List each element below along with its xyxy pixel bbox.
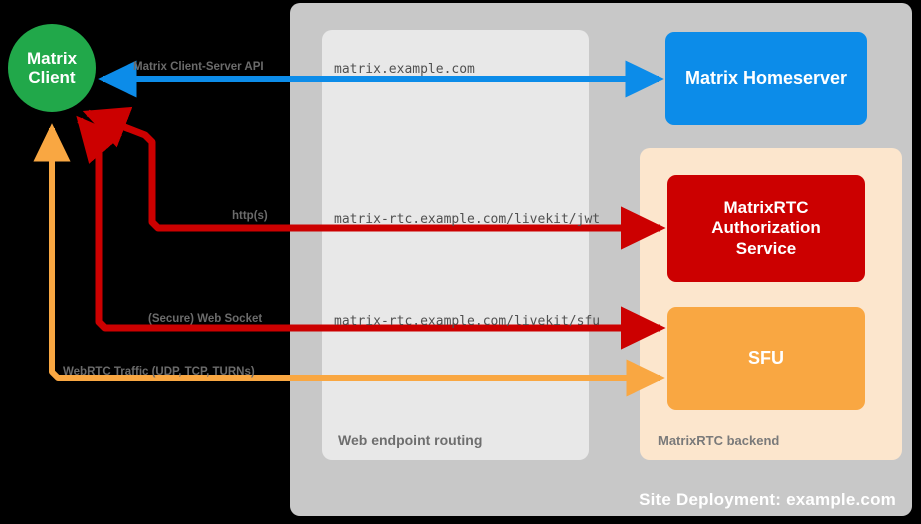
node-matrix-client: Matrix Client (8, 24, 96, 112)
arrow-webrtc-flow (33, 123, 665, 397)
web-endpoint-routing-label: Web endpoint routing (338, 432, 483, 448)
matrix-endpoint-text: matrix.example.com (334, 62, 475, 77)
label-webrtc-flow: WebRTC Traffic (UDP, TCP, TURNs) (63, 366, 255, 378)
node-sfu-label: SFU (748, 347, 784, 368)
node-matrix-client-line2: Client (28, 68, 76, 87)
node-auth-line2: Authorization (711, 218, 821, 238)
jwt-endpoint-text: matrix-rtc.example.com/livekit/jwt (334, 212, 601, 227)
node-sfu: SFU (667, 307, 865, 410)
node-matrix-homeserver-label: Matrix Homeserver (684, 67, 848, 88)
node-matrix-client-line1: Matrix (26, 48, 78, 68)
node-matrix-homeserver: Matrix Homeserver (665, 32, 867, 125)
node-matrixrtc-authorization-service: MatrixRTC Authorization Service (667, 175, 865, 282)
matrixrtc-backend-label: MatrixRTC backend (658, 433, 780, 448)
arrow-https-flow (82, 106, 666, 250)
label-websocket-flow: (Secure) Web Socket (148, 313, 263, 325)
label-matrix-client-server-api: Matrix Client-Server API (133, 61, 264, 73)
node-auth-line3: Service (735, 238, 797, 258)
node-auth-line1: MatrixRTC (723, 198, 809, 218)
label-https-flow: http(s) (232, 210, 268, 222)
site-deployment-label: Site Deployment: example.com (639, 490, 896, 509)
sfu-endpoint-text: matrix-rtc.example.com/livekit/sfu (334, 314, 601, 329)
